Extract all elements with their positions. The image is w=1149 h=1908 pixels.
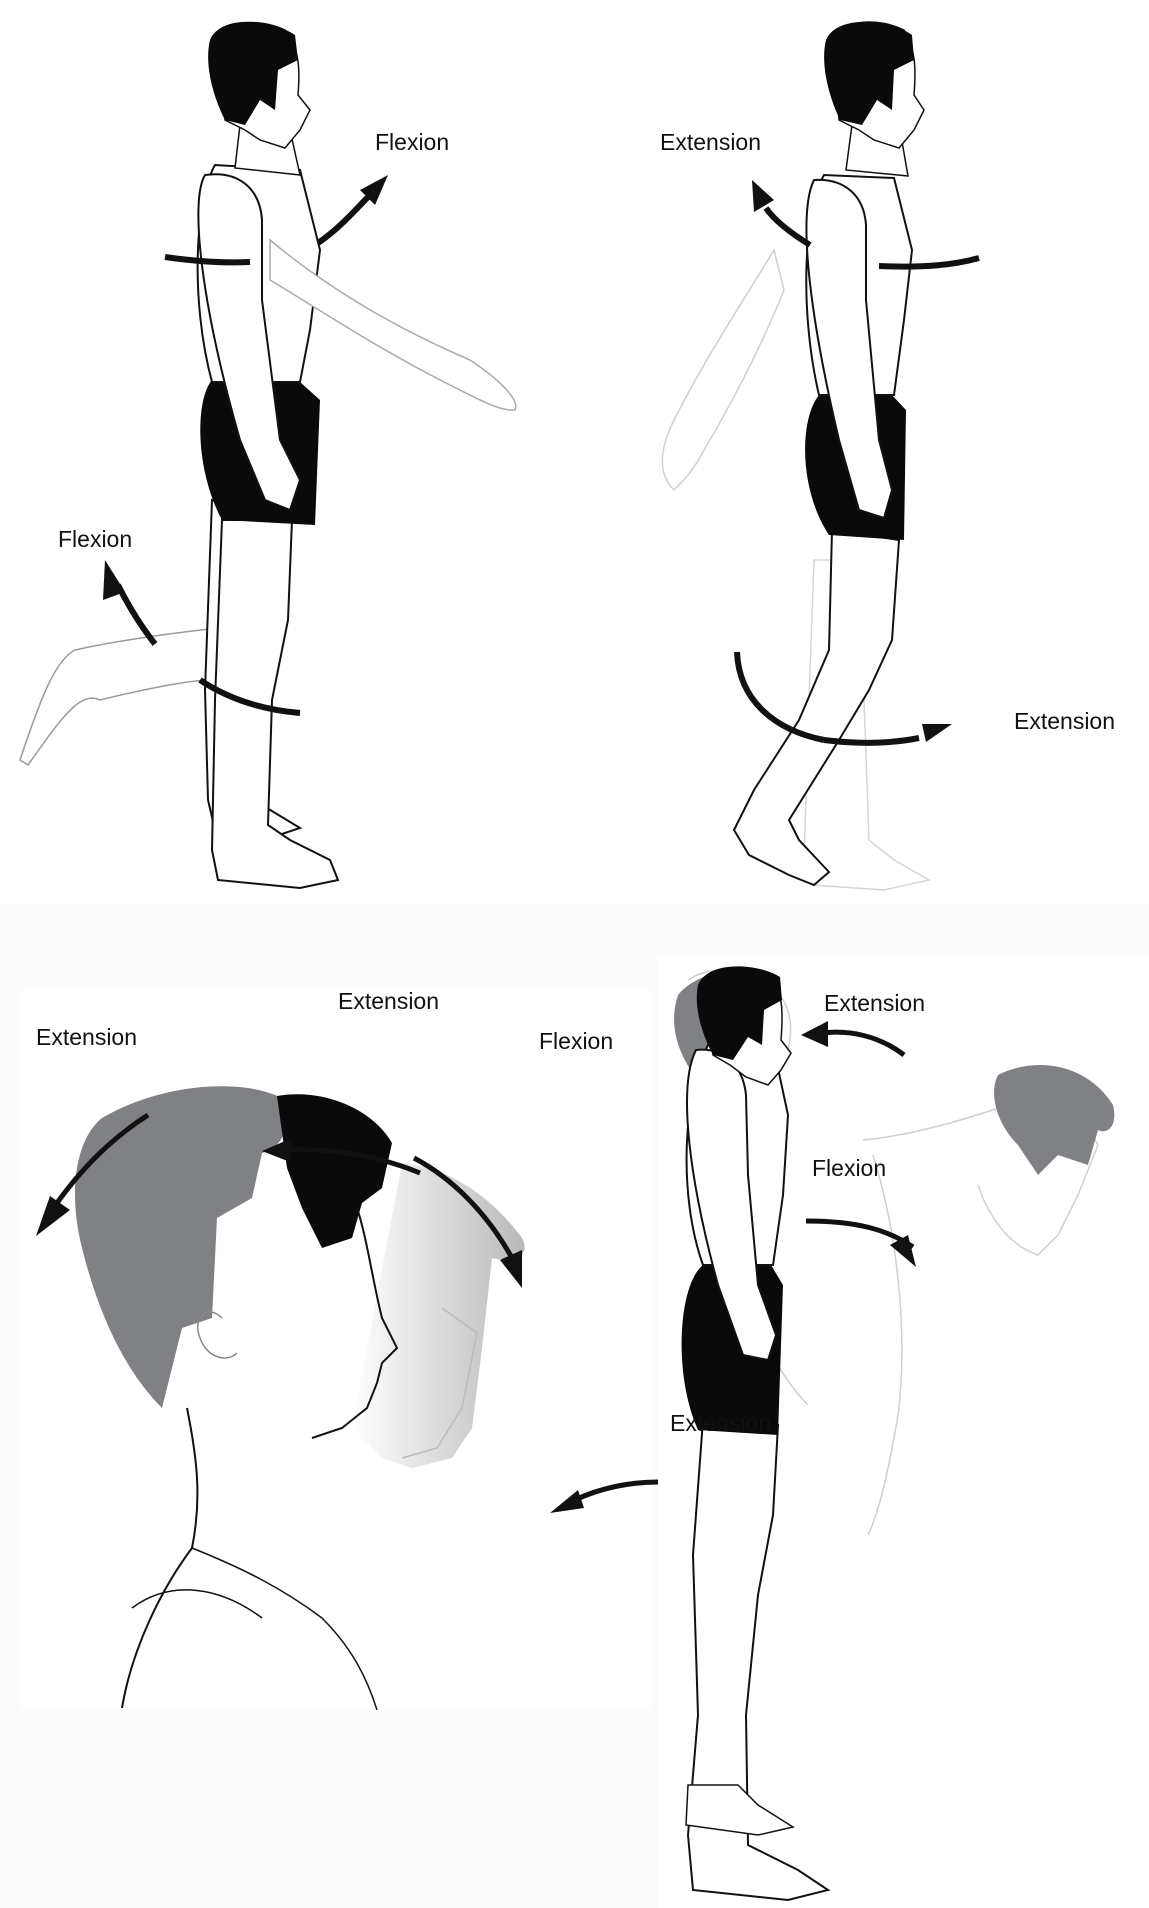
knee-arc	[198, 677, 301, 716]
front-leg	[210, 519, 340, 890]
figure-heads	[36, 1086, 525, 1710]
ear	[197, 1311, 238, 1359]
extension-left-arrowhead-icon	[36, 1196, 70, 1236]
neck-back-outline	[121, 1407, 199, 1709]
flexed-head-ghost	[352, 1163, 525, 1468]
knee-flexion-arrowhead-icon	[103, 560, 125, 600]
figure-standing-flexion	[19, 21, 517, 890]
shoulder-arc	[164, 254, 251, 266]
raised-leg-ghost	[19, 627, 221, 767]
knee-extension-arrowhead-icon	[922, 724, 952, 742]
extension-top-arrowhead-icon	[262, 1138, 292, 1162]
hip-flexion-arrowhead-icon	[890, 1235, 916, 1267]
shoulder-outline	[191, 1547, 378, 1710]
hair	[696, 966, 782, 1060]
panel-shoulder-hip-extension: Extension Extension	[574, 0, 1149, 905]
extended-arm-ghost	[269, 238, 517, 411]
label-neck-flexion: Flexion	[539, 1028, 614, 1054]
flexion-arrow-shaft	[412, 1155, 515, 1260]
neutral-head-hair	[277, 1094, 392, 1248]
flexion-head-hair	[994, 1065, 1115, 1175]
panel-shoulder-hip-flexion: Flexion Flexion	[0, 0, 574, 905]
flexion-arrowhead-icon	[500, 1250, 522, 1288]
extended-leg	[732, 528, 901, 887]
neutral-face-outline	[311, 1207, 399, 1439]
shoulder-extension-arrow-shaft	[763, 206, 812, 248]
extended-head-hair	[74, 1086, 286, 1408]
hanging-arm	[805, 178, 894, 520]
trunk-extension-top-arrowhead-icon	[801, 1021, 828, 1047]
hanging-arm	[197, 173, 302, 512]
label-hip-extension: Extension	[670, 1410, 772, 1436]
figure-trunk	[658, 966, 1115, 1902]
flexion-arm-ghost	[867, 1154, 903, 1536]
knee-flexion-arrow-shaft	[115, 583, 158, 646]
label-hip-flexion: Flexion	[812, 1155, 887, 1181]
shoulder-flexion-arrow-shaft	[316, 192, 373, 246]
extension-top-arrow-shaft	[286, 1147, 421, 1176]
deltoid-outline	[131, 1589, 263, 1619]
legs	[686, 1418, 831, 1902]
trunk-extension-top-arrow-shaft	[822, 1029, 906, 1057]
back-arm-ghost	[661, 248, 785, 492]
label-neck-extension-left: Extension	[36, 1024, 138, 1050]
shoulder-arc	[878, 255, 980, 270]
extension-left-arrow-shaft	[54, 1112, 150, 1205]
label-neck-extension-top: Extension	[338, 988, 440, 1014]
knee-arc	[734, 651, 825, 743]
panel-neck-flexion-extension: Extension Extension Flexion	[22, 988, 650, 1710]
hair	[824, 21, 914, 126]
shoulder-flexion-arrowhead-icon	[360, 175, 388, 205]
hair	[208, 21, 298, 126]
label-knee-flexion: Flexion	[58, 526, 133, 552]
shoulder-extension-arrowhead-icon	[752, 180, 774, 212]
panel-trunk-flexion-extension: Extension Flexion	[658, 955, 1149, 1908]
figure-standing-extension	[661, 21, 980, 891]
back-foot	[685, 1784, 795, 1836]
label-shoulder-extension: Extension	[660, 129, 762, 155]
hip-extension-arrow	[550, 1479, 659, 1513]
label-shoulder-flexion: Flexion	[375, 129, 450, 155]
hip-extension-arrow-shaft	[573, 1479, 659, 1503]
label-trunk-extension-top: Extension	[824, 990, 926, 1016]
label-knee-extension: Extension	[1014, 708, 1116, 734]
flexed-face-outline	[401, 1307, 478, 1459]
knee-extension-arrow-shaft	[823, 735, 920, 746]
hip-extension-arrowhead-icon	[550, 1490, 584, 1513]
